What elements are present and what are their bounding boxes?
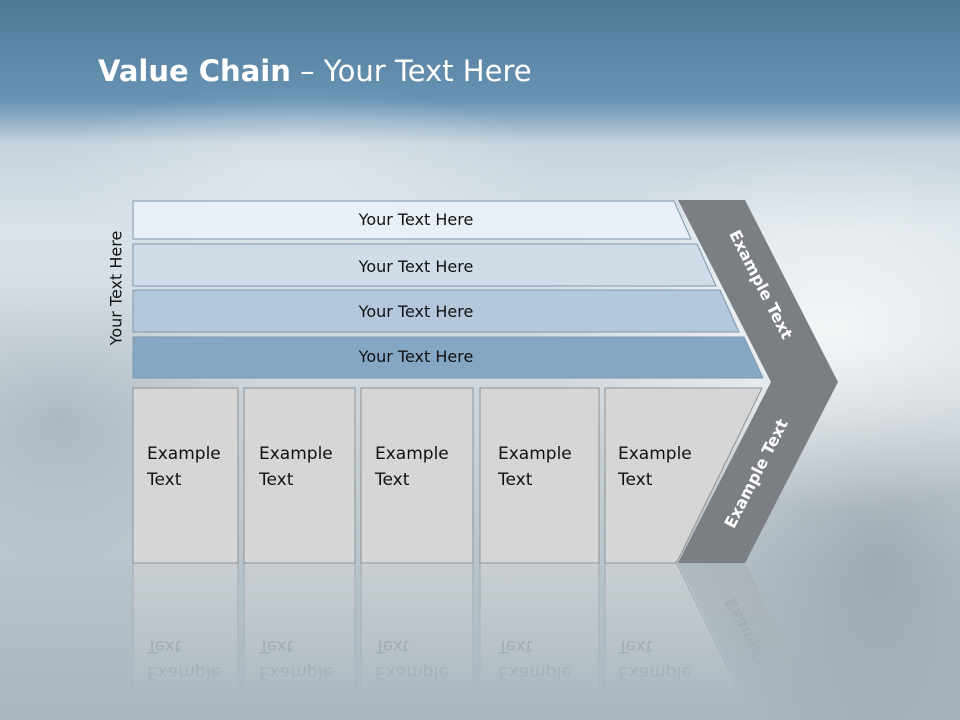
bar-1: Your Text Here (132, 200, 692, 240)
reflection-box-5 (604, 562, 754, 720)
bar-2-label: Your Text Here (358, 257, 474, 276)
box-2-line1: Example (259, 444, 333, 464)
reflection-box-4 (479, 562, 600, 720)
title-rest: – Your Text Here (290, 54, 532, 88)
reflection-box-2-line1: Example (259, 662, 333, 682)
box-3-line2: Text (374, 470, 410, 490)
box-2-shape (243, 387, 356, 564)
bar-3: Your Text Here (132, 289, 740, 333)
title-bold: Value Chain (98, 54, 291, 88)
box-4-line2: Text (497, 470, 533, 490)
box-2: Example Text (243, 387, 356, 564)
box-3: Example Text (360, 387, 474, 564)
box-1-line2: Text (146, 470, 182, 490)
chevron-shape (678, 200, 838, 563)
reflection-box-1-line1: Example (147, 662, 221, 682)
reflection-box-1-line2: Text (146, 636, 182, 656)
bar-3-shape (132, 289, 740, 333)
box-2-line2: Text (258, 470, 294, 490)
reflection-box-4-line2: Text (497, 636, 533, 656)
bar-3-label: Your Text Here (358, 302, 474, 321)
bar-1-shape (132, 200, 692, 240)
box-5-line1: Example (618, 444, 692, 464)
box-4-line1: Example (498, 444, 572, 464)
box-1-line1: Example (147, 444, 221, 464)
bar-4-shape (132, 336, 764, 379)
reflection-box-5-line1: Example (618, 662, 692, 682)
box-3-line1: Example (375, 444, 449, 464)
reflection-box-1 (132, 562, 239, 720)
reflection-box-5-line2: Text (617, 636, 653, 656)
bar-2-shape (132, 243, 717, 287)
box-4-shape (479, 387, 600, 564)
bar-4: Your Text Here (132, 336, 764, 379)
box-5-line2: Text (617, 470, 653, 490)
reflection-box-3 (360, 562, 474, 720)
box-5-shape (604, 387, 763, 564)
box-1: Example Text (132, 387, 239, 564)
reflection: Example Text Example Text Example Text E… (132, 562, 826, 720)
box-4: Example Text (479, 387, 600, 564)
reflection-box-4-line1: Example (498, 662, 572, 682)
slide-title: Value Chain – Your Text Here (98, 54, 532, 88)
reflection-box-3-line2: Text (374, 636, 410, 656)
bar-1-label: Your Text Here (358, 210, 474, 229)
reflection-box-2-line2: Text (258, 636, 294, 656)
reflection-chevron (678, 563, 826, 720)
box-1-shape (132, 387, 239, 564)
bar-2: Your Text Here (132, 243, 717, 287)
bar-4-label: Your Text Here (358, 347, 474, 366)
box-3-shape (360, 387, 474, 564)
box-5: Example Text (604, 387, 763, 564)
reflection-box-2 (243, 562, 356, 720)
reflection-box-3-line1: Example (375, 662, 449, 682)
